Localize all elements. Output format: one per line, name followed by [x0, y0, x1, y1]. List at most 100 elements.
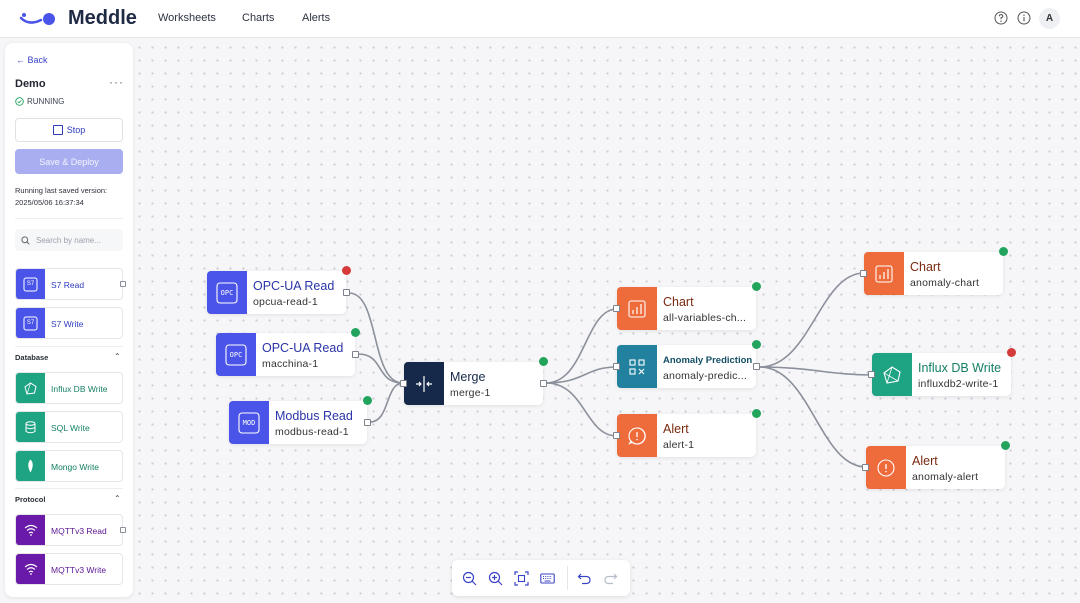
output-port[interactable]: [540, 380, 547, 387]
library-item-influx-write[interactable]: Influx DB Write: [15, 372, 123, 404]
s7-badge: S7: [26, 281, 35, 287]
brand-name[interactable]: Meddle: [68, 7, 137, 29]
avatar[interactable]: A: [1039, 8, 1060, 29]
output-port[interactable]: [364, 419, 371, 426]
stop-icon: [52, 125, 63, 135]
node-anomaly-prediction[interactable]: Anomaly Prediction anomaly-predic...: [613, 340, 761, 388]
fit-view-icon[interactable]: [514, 571, 529, 586]
flow-canvas[interactable]: [0, 38, 1080, 603]
node-chart-all-variables[interactable]: Chart all-variables-ch...: [613, 282, 761, 330]
node-id: macchina-1: [262, 358, 319, 370]
input-port[interactable]: [613, 363, 620, 370]
node-opcua-read-macchina[interactable]: OPC OPC-UA Read macchina-1: [216, 328, 360, 376]
zoom-out-icon[interactable]: [462, 571, 477, 586]
toolbar-divider: [567, 566, 568, 590]
nav-charts[interactable]: Charts: [242, 12, 275, 24]
run-status: RUNNING: [15, 97, 64, 106]
output-port[interactable]: [120, 527, 126, 533]
saved-version-line1: Running last saved version:: [15, 186, 108, 195]
modbus-icon: MOD: [229, 401, 269, 444]
info-icon[interactable]: [1017, 11, 1031, 25]
node-id: influxdb2-write-1: [918, 378, 999, 390]
redo-icon[interactable]: [603, 571, 618, 586]
edge-merge-chart1: [545, 308, 618, 384]
status-dot-ok: [363, 396, 372, 405]
chevron-up-icon[interactable]: ⌃: [114, 494, 121, 503]
status-dot-ok: [752, 409, 761, 418]
output-port[interactable]: [343, 289, 350, 296]
node-anomaly-alert[interactable]: Alert anomaly-alert: [862, 441, 1010, 489]
divider: [15, 218, 123, 219]
project-name: Demo: [15, 78, 46, 90]
back-link[interactable]: ← Back: [16, 55, 48, 65]
arrow-left-icon: ←: [16, 55, 25, 65]
library-item-s7-write[interactable]: S7 S7 Write: [15, 307, 123, 339]
library-item-mqtt-read[interactable]: MQTTv3 Read: [15, 514, 126, 546]
stop-button[interactable]: Stop: [15, 118, 123, 142]
save-deploy-button[interactable]: Save & Deploy: [15, 149, 123, 174]
edge-opcua2-merge: [357, 353, 404, 384]
top-bar: Meddle Worksheets Charts Alerts A: [0, 0, 1080, 38]
status-dot-ok: [539, 357, 548, 366]
node-modbus-read[interactable]: MOD Modbus Read modbus-read-1: [229, 396, 372, 444]
status-dot-ok: [1001, 441, 1010, 450]
library-item-label: Mongo Write: [51, 462, 100, 472]
edge-merge-alert1: [545, 382, 618, 437]
influx-icon: [872, 353, 912, 396]
output-port[interactable]: [753, 363, 760, 370]
library-item-s7-read[interactable]: S7 S7 Read: [15, 268, 126, 300]
input-port[interactable]: [613, 305, 620, 312]
nav-alerts[interactable]: Alerts: [302, 12, 331, 24]
node-id: all-variables-ch...: [663, 312, 747, 324]
node-id: merge-1: [450, 387, 491, 399]
influx-icon: [16, 373, 45, 403]
node-alert-1[interactable]: Alert alert-1: [613, 409, 761, 457]
more-options-icon[interactable]: ···: [109, 75, 124, 89]
edge-anomaly-alert2: [759, 366, 867, 468]
library-item-label: SQL Write: [51, 423, 90, 433]
output-port[interactable]: [120, 281, 126, 287]
section-title-protocol: Protocol: [15, 495, 46, 504]
node-chart-anomaly[interactable]: Chart anomaly-chart: [860, 247, 1008, 295]
section-title-database: Database: [15, 353, 49, 362]
merge-icon: [404, 362, 444, 405]
bar-chart-icon: [617, 287, 657, 330]
database-icon: [16, 412, 45, 442]
chevron-up-icon[interactable]: ⌃: [114, 352, 121, 361]
node-merge[interactable]: Merge merge-1: [400, 357, 548, 405]
check-circle-icon: [15, 97, 24, 106]
s7-badge: S7: [26, 320, 35, 326]
wifi-icon: [16, 554, 45, 584]
input-port[interactable]: [860, 270, 867, 277]
node-title: Anomaly Prediction: [663, 355, 753, 366]
zoom-in-icon[interactable]: [488, 571, 503, 586]
status-dot-ok: [351, 328, 360, 337]
opc-icon: OPC: [216, 333, 256, 376]
input-port[interactable]: [613, 432, 620, 439]
node-id: anomaly-predic...: [663, 370, 747, 382]
edge-anomaly-influx: [759, 366, 873, 376]
node-id: alert-1: [663, 439, 695, 451]
input-port[interactable]: [868, 371, 875, 378]
keyboard-icon[interactable]: [540, 571, 555, 586]
node-search[interactable]: [15, 229, 123, 251]
library-item-mongo-write[interactable]: Mongo Write: [15, 450, 123, 482]
edge-modbus-merge: [369, 382, 404, 423]
library-item-sql-write[interactable]: SQL Write: [15, 411, 123, 443]
library-item-label: MQTTv3 Write: [51, 565, 107, 575]
nav-worksheets[interactable]: Worksheets: [158, 12, 216, 24]
search-input[interactable]: [36, 235, 116, 245]
search-icon: [21, 235, 30, 245]
output-port[interactable]: [352, 351, 359, 358]
node-id: anomaly-alert: [912, 471, 979, 483]
help-icon[interactable]: [994, 11, 1008, 25]
node-id: modbus-read-1: [275, 426, 349, 438]
input-port[interactable]: [400, 380, 407, 387]
node-influx-write[interactable]: Influx DB Write influxdb2-write-1: [868, 348, 1016, 396]
undo-icon[interactable]: [577, 571, 592, 586]
saved-version-info: Running last saved version: 2025/05/06 1…: [15, 185, 107, 209]
input-port[interactable]: [862, 464, 869, 471]
node-opcua-read-1[interactable]: OPC OPC-UA Read opcua-read-1: [207, 266, 351, 314]
library-item-mqtt-write[interactable]: MQTTv3 Write: [15, 553, 123, 585]
